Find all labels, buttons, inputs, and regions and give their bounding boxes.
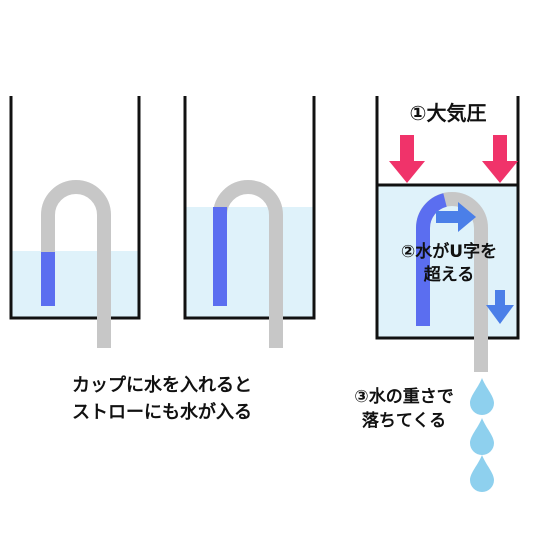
cup-1-outline [9, 96, 141, 320]
cup-3-outline [375, 96, 520, 340]
label-weight-line-2: 落ちてくる [362, 411, 446, 431]
pressure-arrow-right-icon [482, 135, 518, 183]
cup-2 [183, 96, 316, 348]
label-over-u-line-2: 超える [424, 264, 475, 285]
pressure-arrow-left-icon [389, 135, 425, 183]
flow-arrow-right-icon [436, 202, 476, 232]
cup-1-straw [41, 180, 111, 348]
water-drop-icon [470, 378, 494, 492]
label-atmospheric-pressure: ①大気圧 [410, 101, 487, 125]
caption-line-2: ストローにも水が入る [72, 401, 252, 423]
cup-1-water [11, 251, 139, 318]
label-weight-line-1: ③水の重さで [354, 386, 453, 407]
flow-arrow-down-icon [486, 290, 514, 324]
cup-1 [9, 96, 141, 348]
cup-3-straw-water [416, 193, 448, 326]
cup-2-outline [183, 96, 316, 320]
cup-2-water [185, 207, 314, 318]
caption-line-1: カップに水を入れると [72, 374, 252, 396]
cup-2-straw [213, 180, 283, 348]
label-over-u-line-1: ②水がU字を [401, 241, 497, 262]
